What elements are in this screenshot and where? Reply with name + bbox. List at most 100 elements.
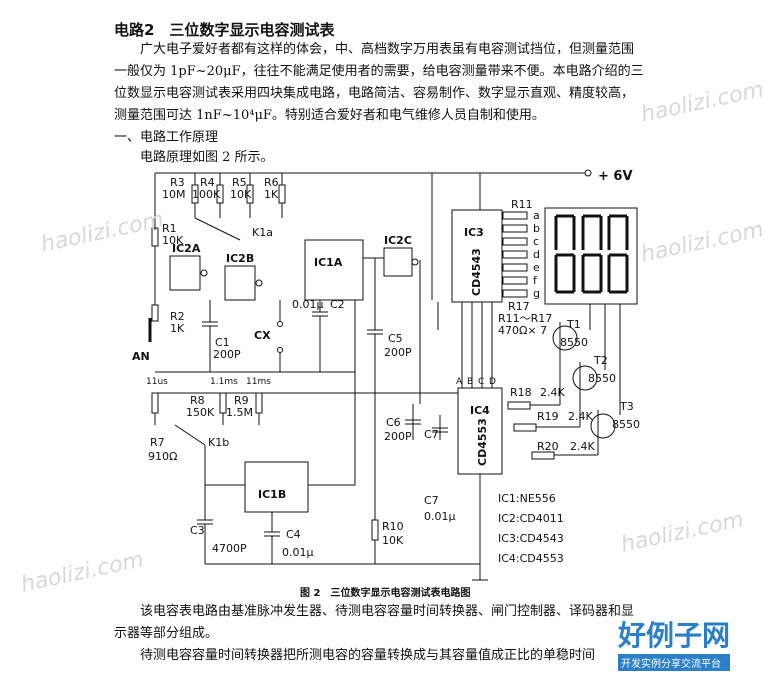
resistor-r6 bbox=[278, 184, 286, 204]
label-c2-value: 0.01μ bbox=[292, 298, 324, 311]
label-r8: R8 bbox=[190, 394, 205, 407]
label-r1: R1 bbox=[162, 222, 177, 235]
cx-terminal-bottom bbox=[277, 347, 283, 353]
label-r11: R11 bbox=[511, 198, 533, 211]
label-seg-f: f bbox=[533, 274, 538, 287]
label-c4: C4 bbox=[286, 528, 301, 541]
resistor-seg-f bbox=[502, 276, 528, 285]
label-r8-value: 150K bbox=[186, 406, 215, 419]
label-r19-value: 2.4K bbox=[568, 410, 593, 423]
label-r11-r17-value: 470Ω× 7 bbox=[498, 324, 547, 337]
brand-slogan: 开发实例分享交流平台 bbox=[618, 654, 731, 671]
label-r20: R20 bbox=[537, 440, 559, 453]
label-r20-value: 2.4K bbox=[570, 440, 595, 453]
label-r18: R18 bbox=[510, 386, 532, 399]
label-c2: C2 bbox=[330, 298, 345, 311]
label-seg-g: g bbox=[533, 287, 540, 300]
label-r7-value: 910Ω bbox=[148, 450, 177, 463]
resistor-r2 bbox=[151, 304, 159, 322]
label-r10-value: 10K bbox=[382, 534, 404, 547]
label-c6: C6 bbox=[386, 416, 401, 429]
label-seg-d: d bbox=[533, 248, 540, 261]
label-c5: C5 bbox=[388, 332, 403, 345]
label-ic2c: IC2C bbox=[384, 234, 412, 247]
gate-ic2a bbox=[169, 255, 201, 291]
label-ic4-part: CD4553 bbox=[476, 418, 489, 466]
resistor-seg-a bbox=[502, 211, 528, 220]
transistor-t1 bbox=[552, 325, 578, 351]
figure-reference: 电路原理如图 2 所示。 bbox=[140, 150, 274, 165]
body-line-2: 示器等部分组成。 bbox=[114, 626, 219, 641]
label-ic1a: IC1A bbox=[314, 256, 343, 269]
resistor-seg-g bbox=[502, 289, 528, 298]
label-r5-value: 10K bbox=[230, 188, 252, 201]
ic3-box bbox=[451, 209, 503, 303]
label-11us: 11us bbox=[146, 377, 168, 387]
label-r3: R3 bbox=[170, 176, 185, 189]
label-c3: C3 bbox=[190, 524, 205, 537]
label-t2-value: 8550 bbox=[588, 372, 616, 385]
label-c7-value: 0.01μ bbox=[424, 510, 456, 523]
label-r6-value: 1K bbox=[264, 188, 279, 201]
label-r2: R2 bbox=[170, 310, 185, 323]
label-t1: T1 bbox=[566, 318, 581, 331]
article-title: 电路2 三位数字显示电容测试表 bbox=[114, 21, 335, 39]
digit-1 bbox=[554, 214, 576, 294]
resistor-seg-c bbox=[502, 237, 528, 246]
label-r17: R17 bbox=[508, 300, 530, 313]
label-ic4: IC4 bbox=[470, 404, 490, 417]
label-pin-a: A bbox=[456, 377, 463, 387]
label-c4-value: 0.01μ bbox=[282, 546, 314, 559]
resistor-seg-d bbox=[502, 250, 528, 259]
label-r10: R10 bbox=[382, 520, 404, 533]
label-r2-value: 1K bbox=[170, 322, 185, 335]
label-pin-c: C bbox=[478, 377, 484, 387]
brand-name: 好例子网 bbox=[618, 619, 731, 652]
label-r18-value: 2.4K bbox=[540, 386, 565, 399]
intro-line-1: 广大电子爱好者都有这样的体会，中、高档数字万用表虽有电容测试挡位，但测量范围 bbox=[140, 42, 635, 57]
label-k1b: K1b bbox=[208, 436, 229, 449]
label-c7: C7 bbox=[424, 494, 439, 507]
label-t2: T2 bbox=[593, 354, 608, 367]
resistor-r20 bbox=[531, 451, 555, 460]
label-an: AN bbox=[132, 350, 150, 363]
label-r19: R19 bbox=[537, 410, 559, 423]
label-c6-value: 200P bbox=[384, 430, 412, 443]
label-c1-value: 200P bbox=[213, 348, 241, 361]
legend-ic1: IC1:NE556 bbox=[498, 492, 556, 505]
resistor-r10 bbox=[371, 519, 379, 541]
digit-3 bbox=[607, 214, 629, 294]
intro-line-3: 位数显示电容测试表采用四块集成电路，电路简洁、容易制作、数字显示直观、精度较高， bbox=[114, 86, 635, 101]
label-cx: CX bbox=[254, 329, 271, 342]
label-k1a: K1a bbox=[252, 226, 273, 239]
transistor-t2 bbox=[572, 365, 598, 391]
label-ic2a: IC2A bbox=[172, 242, 201, 255]
label-ic1b: IC1B bbox=[258, 488, 286, 501]
gate-ic2b bbox=[224, 265, 256, 301]
label-c3-value: 4700P bbox=[212, 542, 247, 555]
intro-line-2: 一般仅为 1pF~20μF，往往不能满足使用者的需要，给电容测量带来不便。本电路… bbox=[114, 64, 644, 79]
label-t3-value: 8550 bbox=[612, 418, 640, 431]
transistor-t3 bbox=[590, 413, 616, 439]
resistor-r19 bbox=[513, 423, 537, 432]
body-line-1: 该电容表电路由基准脉冲发生器、待测电容容量时间转换器、闸门控制器、译码器和显 bbox=[140, 604, 635, 619]
label-ic3: IC3 bbox=[464, 226, 484, 239]
label-r6: R6 bbox=[264, 176, 279, 189]
resistor-seg-b bbox=[502, 224, 528, 233]
section-heading: 一、电路工作原理 bbox=[114, 130, 219, 145]
label-pin-b: B bbox=[467, 377, 473, 387]
ic1b-box bbox=[244, 461, 309, 513]
label-t1-value: 8550 bbox=[560, 336, 588, 349]
resistor-r9 bbox=[255, 392, 263, 414]
supply-label: + 6V bbox=[598, 169, 633, 184]
legend-ic3: IC3:CD4543 bbox=[498, 532, 564, 545]
label-seg-c: c bbox=[533, 235, 539, 248]
label-r7: R7 bbox=[150, 436, 165, 449]
cx-terminal-top bbox=[277, 321, 283, 327]
resistor-r18 bbox=[507, 401, 531, 410]
gate-ic2c bbox=[383, 247, 413, 277]
label-r5: R5 bbox=[232, 176, 247, 189]
legend-ic2: IC2:CD4011 bbox=[498, 512, 564, 525]
legend-ic4: IC4:CD4553 bbox=[498, 552, 564, 565]
